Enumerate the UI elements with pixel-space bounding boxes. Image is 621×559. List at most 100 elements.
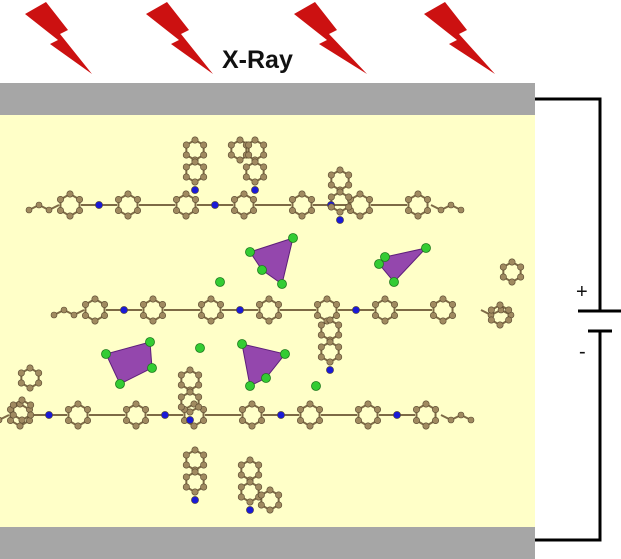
- carbon-atom: [499, 273, 507, 281]
- carbon-atom: [265, 317, 273, 325]
- chlorine-atom: [195, 343, 205, 353]
- nitrogen-atom: [352, 306, 360, 314]
- carbon-atom: [227, 141, 235, 149]
- carbon-atom: [101, 311, 109, 319]
- carbon-atom: [132, 422, 140, 430]
- carbon-atom: [317, 343, 325, 351]
- carbon-atom: [182, 173, 190, 181]
- carbon-atom: [6, 416, 14, 424]
- nitrogen-atom: [246, 506, 254, 514]
- carbon-atom: [326, 316, 334, 324]
- nitrogen-atom: [326, 366, 334, 374]
- carbon-atom: [447, 416, 455, 424]
- carbon-atom: [306, 400, 314, 408]
- carbon-atom: [114, 196, 122, 204]
- chlorine-atom: [245, 247, 255, 257]
- carbon-atom: [236, 136, 244, 144]
- carbon-atom: [192, 207, 200, 215]
- carbon-atom: [186, 408, 194, 416]
- carbon-atom: [251, 158, 259, 166]
- nitrogen-atom: [186, 416, 194, 424]
- carbon-atom: [74, 400, 82, 408]
- carbon-atom: [200, 483, 208, 491]
- carbon-atom: [64, 405, 72, 413]
- carbon-atom: [227, 151, 235, 159]
- carbon-atom: [207, 295, 215, 303]
- carbon-atom: [9, 411, 17, 419]
- carbon-atom: [374, 416, 382, 424]
- carbon-atom: [230, 207, 238, 215]
- carbon-atom: [84, 416, 92, 424]
- carbon-atom: [84, 405, 92, 413]
- carbon-atom: [26, 384, 34, 392]
- carbon-atom: [124, 212, 132, 220]
- carbon-atom: [275, 491, 283, 499]
- carbon-atom: [242, 173, 250, 181]
- carbon-atom: [191, 446, 199, 454]
- carbon-atom: [149, 317, 157, 325]
- carbon-atom: [449, 311, 457, 319]
- carbon-atom: [191, 468, 199, 476]
- carbon-atom: [66, 212, 74, 220]
- carbon-atom: [64, 416, 72, 424]
- carbon-atom: [437, 206, 445, 214]
- carbon-atom: [240, 212, 248, 220]
- carbon-atom: [313, 300, 321, 308]
- carbon-atom: [172, 207, 180, 215]
- carbon-atom: [182, 212, 190, 220]
- carbon-atom: [327, 181, 335, 189]
- carbon-atom: [200, 451, 208, 459]
- carbon-atom: [333, 300, 341, 308]
- carbon-atom: [327, 203, 335, 211]
- carbon-atom: [354, 416, 362, 424]
- carbon-atom: [374, 405, 382, 413]
- chlorine-atom: [380, 252, 390, 262]
- carbon-atom: [182, 461, 190, 469]
- carbon-atom: [236, 156, 244, 164]
- carbon-atom: [275, 300, 283, 308]
- lightning-bolt-icon: [25, 2, 92, 74]
- carbon-atom: [246, 478, 254, 486]
- carbon-atom: [323, 295, 331, 303]
- carbon-atom: [9, 401, 17, 409]
- carbon-atom: [424, 207, 432, 215]
- carbon-atom: [257, 491, 265, 499]
- carbon-atom: [18, 396, 26, 404]
- carbon-atom: [317, 321, 325, 329]
- carbon-atom: [266, 486, 274, 494]
- carbon-atom: [457, 411, 465, 419]
- carbon-atom: [81, 300, 89, 308]
- carbon-atom: [317, 353, 325, 361]
- carbon-atom: [191, 158, 199, 166]
- carbon-atom: [0, 416, 3, 424]
- positive-terminal-label: +: [576, 281, 588, 303]
- chlorine-atom: [421, 243, 431, 253]
- carbon-atom: [177, 381, 185, 389]
- carbon-atom: [258, 416, 266, 424]
- carbon-atom: [439, 295, 447, 303]
- carbon-atom: [248, 400, 256, 408]
- xray-bolts: [25, 2, 495, 74]
- carbon-atom: [142, 405, 150, 413]
- carbon-atom: [487, 316, 495, 324]
- carbon-atom: [134, 196, 142, 204]
- carbon-atom: [381, 295, 389, 303]
- carbon-atom: [240, 190, 248, 198]
- chlorine-atom: [288, 233, 298, 243]
- carbon-atom: [432, 405, 440, 413]
- carbon-atom: [245, 141, 253, 149]
- carbon-atom: [517, 263, 525, 271]
- carbon-atom: [149, 295, 157, 303]
- carbon-atom: [200, 173, 208, 181]
- chlorine-atom: [311, 381, 321, 391]
- carbon-atom: [356, 190, 364, 198]
- carbon-atom: [124, 190, 132, 198]
- nitrogen-atom: [45, 411, 53, 419]
- carbon-atom: [195, 393, 203, 401]
- carbon-atom: [35, 379, 43, 387]
- nitrogen-atom: [251, 186, 259, 194]
- nitrogen-atom: [393, 411, 401, 419]
- negative-terminal-label: -: [579, 341, 586, 363]
- carbon-atom: [26, 364, 34, 372]
- carbon-atom: [182, 473, 190, 481]
